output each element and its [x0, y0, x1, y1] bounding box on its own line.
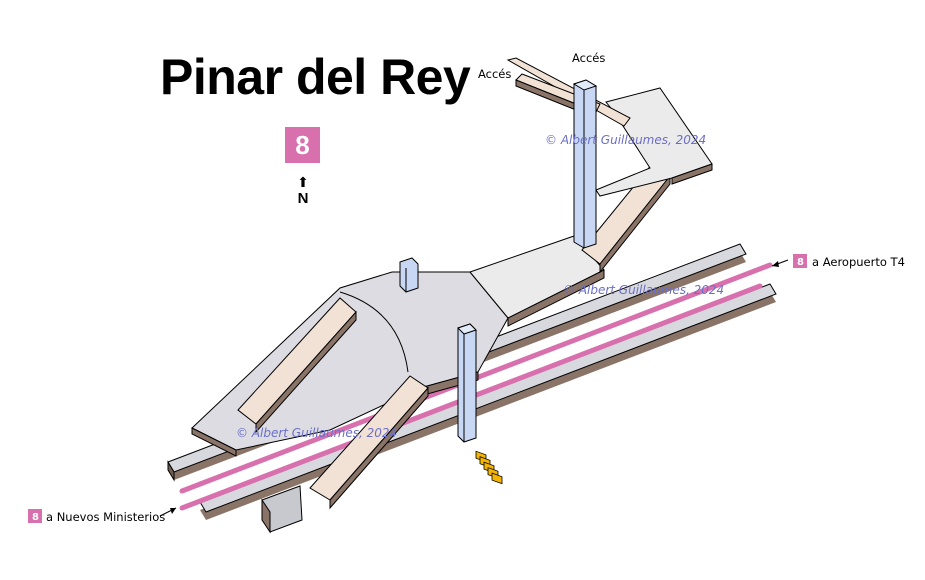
stair-right-platform: [309, 375, 429, 510]
station-title: Pinar del Rey: [160, 49, 471, 105]
destination-south-line: 8: [32, 512, 39, 523]
destination-north-line: 8: [797, 257, 804, 268]
escalator: [475, 450, 503, 485]
lift-hall: [399, 257, 419, 293]
north-label: N: [297, 190, 309, 207]
north-indicator: ⬆ N: [294, 176, 312, 208]
destination-south: 8 a Nuevos Ministerios: [28, 507, 177, 524]
watermark-1: © Albert Guillaumes, 2024: [545, 133, 706, 147]
platform-step-bottom: [261, 485, 303, 534]
upper-access: [506, 57, 713, 274]
destination-north-text: a Aeropuerto T4: [812, 255, 905, 269]
access-label-2: Accés: [572, 51, 605, 65]
stair-left-platform: [237, 297, 357, 434]
line-badge: 8: [285, 127, 320, 163]
watermark-2: © Albert Guillaumes, 2024: [563, 283, 724, 297]
access-label-1: Accés: [478, 67, 511, 81]
destination-south-line-badge: [28, 509, 42, 523]
lift-tall: [572, 79, 598, 249]
watermark-3: © Albert Guillaumes, 2024: [236, 426, 397, 440]
north-arrow-icon: ⬆: [297, 175, 309, 191]
destination-north-line-badge: [793, 254, 807, 268]
lift-platform: [457, 323, 477, 443]
destination-north: 8 a Aeropuerto T4: [771, 254, 905, 269]
destination-south-text: a Nuevos Ministerios: [46, 510, 165, 524]
